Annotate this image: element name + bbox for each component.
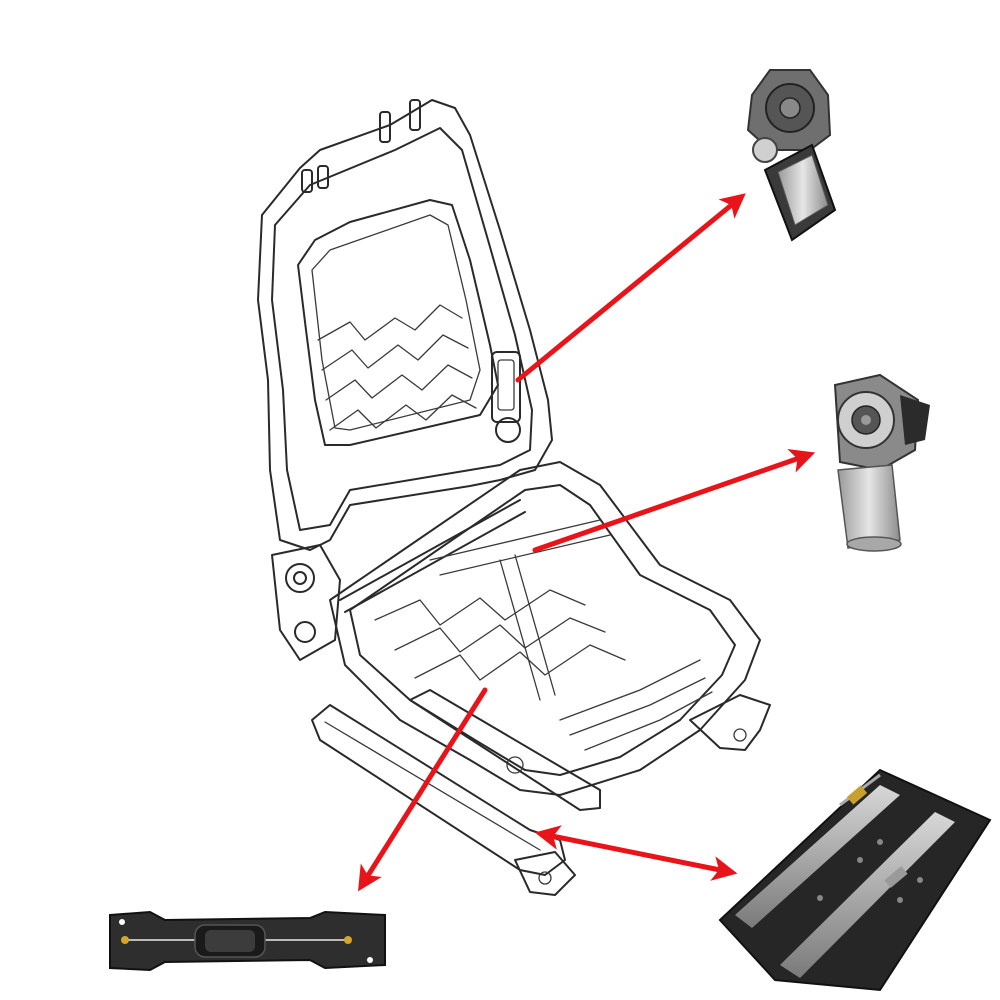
arrow-recline-motor	[515, 193, 746, 383]
height-adjust-motor-icon	[833, 373, 930, 552]
recliner-motor-icon	[746, 69, 837, 242]
seat-frame-drawing	[257, 99, 771, 896]
arrow-slide-rail	[534, 825, 738, 881]
cushion-actuator-bracket-icon	[109, 910, 386, 972]
arrow-height-motor	[532, 448, 816, 553]
seat-slide-rail-icon	[718, 768, 992, 992]
arrows	[357, 193, 816, 892]
arrow-cushion-actuator	[357, 687, 488, 892]
